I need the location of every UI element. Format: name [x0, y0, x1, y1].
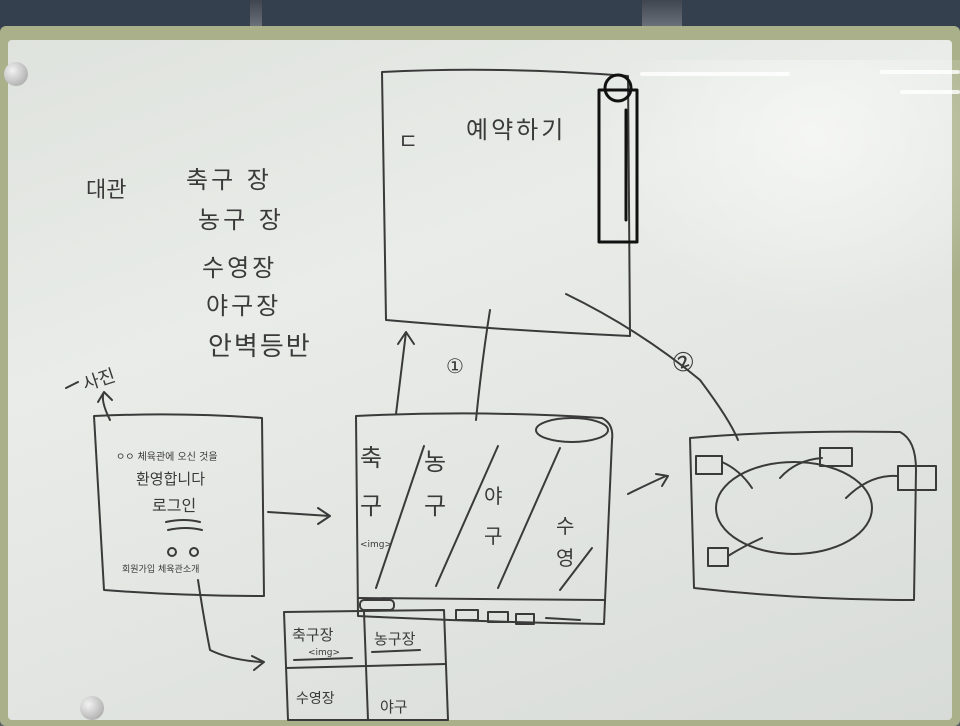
- main-nav-icon: [455, 609, 479, 621]
- grid-cell-name: 수영장: [296, 691, 335, 707]
- board-magnet: [80, 696, 104, 720]
- grid-text-line: [293, 649, 421, 661]
- arrow-label-one: ①: [446, 354, 464, 378]
- facility-item: 야구장: [206, 292, 282, 320]
- column-swim: 수영: [556, 514, 575, 570]
- scrollbar-knob: [603, 73, 633, 103]
- main-screen-button: [535, 417, 609, 443]
- map-marker: [897, 465, 937, 491]
- reserve-screen-box: [381, 68, 631, 337]
- column-soccer-img: <img>: [360, 540, 393, 550]
- map-screen-box: [689, 430, 917, 601]
- link-reserve-to-map: [565, 293, 739, 441]
- login-welcome: 환영합니다: [136, 470, 206, 488]
- facility-heading: 대관: [86, 178, 127, 203]
- arrow-login-to-main: [267, 507, 331, 525]
- main-divider-4: [559, 547, 593, 591]
- column-basketball: 농구: [424, 448, 447, 520]
- grid-hline: [285, 663, 447, 669]
- arrow-main-to-reserve: [395, 331, 415, 415]
- scrollbar-box: [597, 88, 639, 244]
- map-connector: [721, 457, 899, 557]
- login-label: 로그인: [152, 496, 197, 515]
- main-divider-2: [435, 445, 499, 587]
- grid-cell-name: 농구장: [374, 630, 416, 648]
- light-reflection: [900, 90, 960, 94]
- main-bottom-bar-line: [357, 597, 605, 601]
- map-region: [715, 461, 873, 555]
- grid-cell-sub: <img>: [308, 648, 341, 658]
- board-magnet: [4, 62, 28, 86]
- map-marker: [695, 455, 723, 475]
- reserve-back-icon: ㄷ: [398, 130, 419, 155]
- link-main-to-reserve: [475, 309, 491, 421]
- facility-item: 농구 장: [198, 206, 284, 234]
- arrow-photo: [97, 391, 113, 421]
- arrow-main-to-map: [627, 473, 669, 495]
- login-screen-box: [93, 413, 265, 597]
- grid-cell-name: 축구장: [292, 626, 334, 644]
- photo-dash: [65, 381, 79, 389]
- main-divider-3: [497, 447, 561, 589]
- main-nav-icon: [359, 599, 395, 611]
- map-marker: [707, 547, 729, 567]
- main-nav-icon: [515, 613, 535, 625]
- reserve-title: 예약하기: [466, 116, 567, 144]
- main-divider-1: [375, 445, 425, 589]
- facility-item: 축구 장: [186, 166, 272, 194]
- login-icon: [189, 547, 199, 557]
- column-baseball: 야구: [484, 484, 503, 548]
- arrow-login-to-grid: [197, 579, 265, 671]
- light-reflection: [880, 70, 960, 74]
- login-icon: [167, 547, 177, 557]
- map-marker: [819, 447, 853, 467]
- grid-box: [283, 609, 449, 721]
- main-nav-icon: [545, 617, 581, 621]
- login-input-lines: [165, 519, 203, 531]
- main-screen-box: [355, 412, 614, 625]
- grid-cell-name: 야구: [380, 698, 408, 716]
- column-soccer: 축구: [360, 444, 383, 520]
- main-nav-icon: [487, 611, 509, 623]
- light-reflection: [640, 72, 790, 76]
- login-footer: 회원가입 체육관소개: [122, 565, 200, 575]
- light-glare: [600, 60, 960, 320]
- facility-item: 안벽등반: [208, 332, 312, 362]
- facility-item: 수영장: [202, 254, 278, 282]
- login-title-line: ㅇㅇ 체육관에 오신 것을: [116, 452, 218, 463]
